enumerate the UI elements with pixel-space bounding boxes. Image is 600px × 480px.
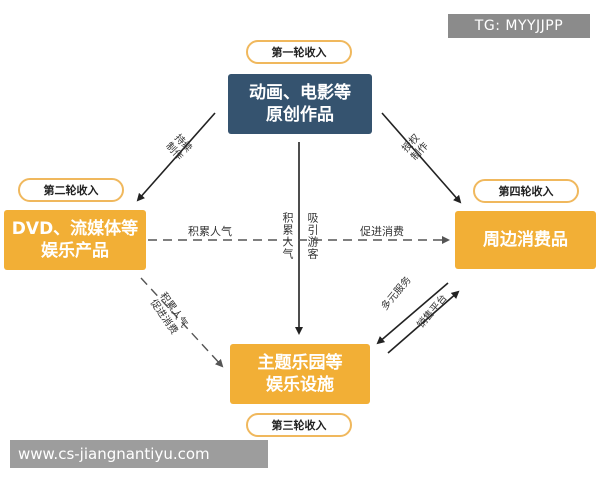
node-merchandise: 周边消费品	[455, 211, 596, 269]
watermark-url: www.cs-jiangnantiyu.com	[10, 440, 268, 468]
badge-round-three: 第三轮收入	[246, 413, 352, 437]
badge-round-one: 第一轮收入	[246, 40, 352, 64]
arrow-top-to-right	[381, 112, 462, 204]
label-right-promote: 促进消费	[360, 225, 404, 238]
node-dvd-streaming: DVD、流媒体等 娱乐产品	[4, 210, 146, 270]
label-center-accumulate: 积累人气	[281, 212, 294, 260]
arrow-bottom-to-right	[387, 290, 460, 354]
badge-round-four: 第四轮收入	[473, 179, 579, 203]
watermark-tg: TG: MYYJJPP	[448, 14, 590, 38]
badge-round-two: 第二轮收入	[18, 178, 124, 202]
label-left-accumulate: 积累人气	[188, 225, 232, 238]
node-theme-parks: 主题乐园等 娱乐设施	[230, 344, 370, 404]
arrow-left-to-bottom-dashed	[140, 277, 224, 368]
arrow-top-to-left	[136, 112, 216, 202]
label-center-attract: 吸引游客	[306, 212, 319, 260]
arrow-right-to-bottom	[376, 282, 449, 345]
node-original-works: 动画、电影等 原创作品	[228, 74, 372, 134]
